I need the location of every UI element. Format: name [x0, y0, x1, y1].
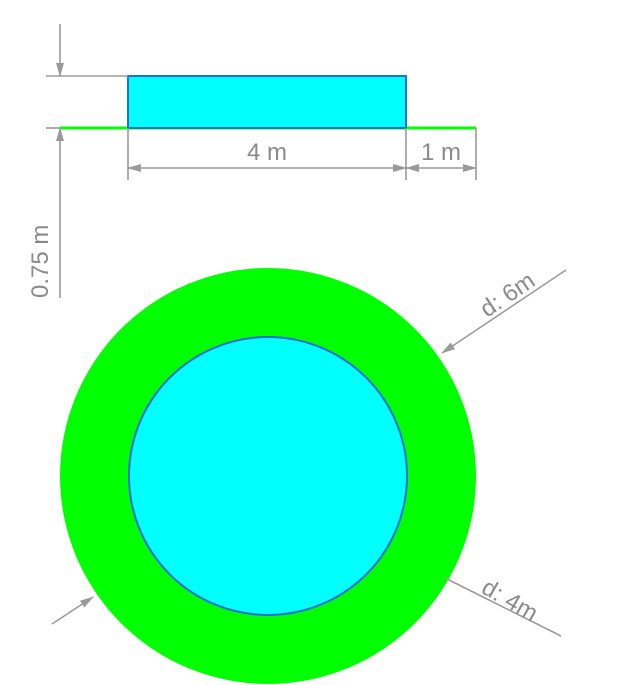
inner-diameter-arrow	[51, 596, 94, 625]
side-view: 0.75 m 4 m 1 m	[27, 24, 477, 298]
height-label: 0.75 m	[27, 225, 54, 298]
edge-label: 1 m	[421, 139, 461, 166]
width-label: 4 m	[247, 139, 287, 166]
inner-diameter-leader	[444, 577, 562, 637]
inner-pool	[128, 336, 408, 616]
outer-diameter-leader	[441, 269, 567, 354]
outer-diameter-label: d: 6m	[475, 267, 540, 323]
pool-section	[127, 75, 407, 129]
plan-view: d: 6m d: 4m	[51, 267, 567, 684]
inner-diameter-label: d: 4m	[477, 574, 542, 627]
